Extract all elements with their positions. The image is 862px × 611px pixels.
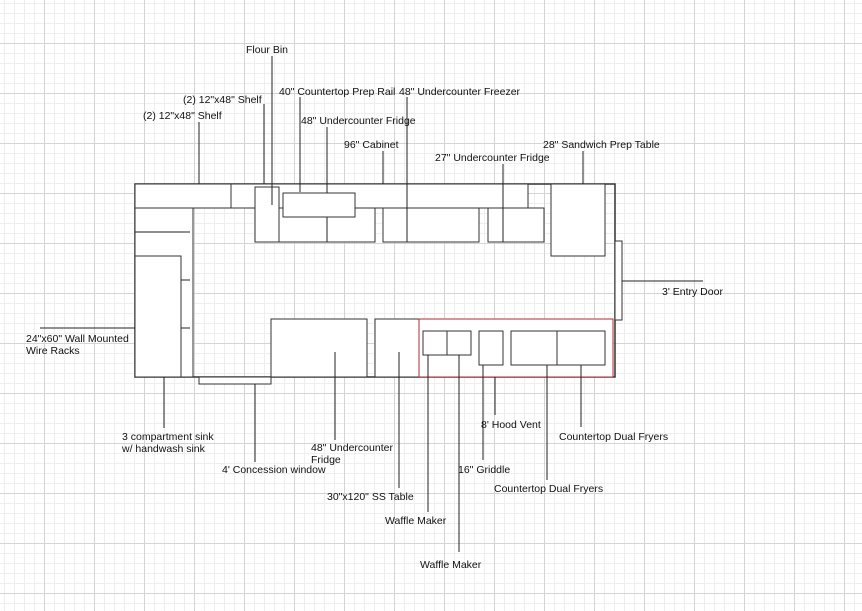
undercounter-freezer (382, 207, 480, 243)
three-compartment-sink (134, 255, 182, 378)
label-waffle-maker-2: Waffle Maker (420, 559, 482, 571)
label-hood-vent: 8' Hood Vent (481, 419, 541, 431)
griddle (478, 330, 504, 366)
label-shelf-lower: (2) 12"x48" Shelf (143, 110, 222, 122)
label-entry-door: 3' Entry Door (662, 286, 723, 298)
label-concession-window: 4' Concession window (222, 464, 326, 476)
countertop-prep-rail (282, 192, 356, 218)
label-waffle-maker-1: Waffle Maker (385, 515, 447, 527)
top-shelf (134, 183, 232, 209)
label-fridge-top: 48" Undercounter Fridge (301, 115, 416, 127)
label-wire-racks-line1: 24"x60" Wall Mounted (26, 333, 129, 345)
label-fridge-bottom-line2: Fridge (311, 454, 341, 466)
flour-bin (254, 186, 280, 243)
label-sandwich-table: 28" Sandwich Prep Table (543, 139, 660, 151)
entry-door (614, 240, 623, 321)
undercounter-fridge-27 (487, 207, 545, 243)
label-fridge-bottom-line1: 48" Undercounter (311, 442, 393, 454)
label-fridge-27: 27" Undercounter Fridge (435, 152, 550, 164)
label-sink-line2: w/ handwash sink (121, 443, 206, 455)
label-sink-line1: 3 compartment sink (122, 431, 214, 443)
sandwich-prep-table (550, 183, 606, 257)
label-freezer: 48" Undercounter Freezer (399, 86, 521, 98)
hood-vent (418, 318, 614, 378)
label-griddle: 16" Griddle (458, 464, 510, 476)
dual-fryer-1 (510, 330, 558, 366)
label-prep-rail: 40" Countertop Prep Rail (279, 86, 395, 98)
label-flour-bin: Flour Bin (246, 44, 288, 56)
waffle-maker-2 (446, 330, 472, 356)
label-wire-racks-line2: Wire Racks (26, 345, 80, 357)
undercounter-fridge-bottom (270, 318, 368, 378)
label-ss-table: 30"x120" SS Table (327, 491, 414, 503)
label-fryers-2: Countertop Dual Fryers (494, 483, 603, 495)
label-fryers-1: Countertop Dual Fryers (559, 431, 668, 443)
label-cabinet: 96" Cabinet (344, 139, 399, 151)
waffle-maker-1 (422, 330, 448, 356)
label-shelf-upper: (2) 12"x48" Shelf (183, 94, 262, 106)
concession-window (198, 376, 272, 385)
dual-fryer-2 (556, 330, 606, 366)
top-counter (230, 183, 529, 209)
